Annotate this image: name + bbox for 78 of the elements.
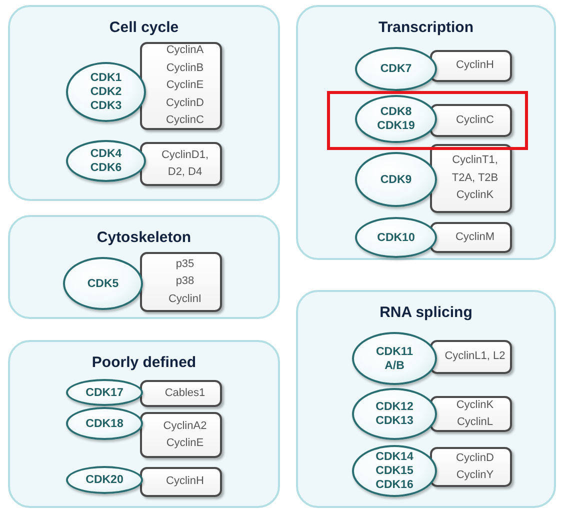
kinase-name: CDK12: [376, 400, 414, 414]
cyclin-box: [430, 396, 512, 432]
kinase-name: CDK5: [87, 276, 119, 290]
kinase-ellipse: [355, 152, 437, 207]
kinase-ellipse: [66, 407, 143, 440]
kinase-name: CDK2: [90, 85, 122, 99]
cyclin-box: [430, 222, 512, 253]
cyclin-box: [140, 467, 222, 497]
kinase-ellipse: [66, 140, 146, 182]
kinase-ellipse: [355, 95, 437, 143]
cyclin-name: p38: [176, 274, 194, 290]
kinase-name: CDK4: [90, 147, 122, 161]
cyclin-box: [140, 412, 222, 458]
kinase-name: CDK7: [380, 62, 412, 76]
cyclin-name: CyclinT1, T2A, T2B: [450, 153, 500, 186]
cyclin-box: [430, 50, 512, 82]
kinase-name: CDK14: [376, 450, 414, 464]
kinase-name: CDK17: [86, 386, 124, 400]
cyclin-name: CyclinA: [166, 43, 204, 58]
cyclin-box: [430, 144, 512, 213]
kinase-ellipse: [66, 379, 143, 406]
category-panel: [296, 5, 556, 260]
kinase-name: CDK20: [86, 473, 124, 487]
cyclin-box: [140, 142, 222, 186]
kinase-name: CDK3: [90, 99, 122, 113]
category-panel: [8, 5, 280, 201]
cyclin-box: [140, 252, 222, 312]
cyclin-name: CyclinD: [166, 96, 204, 111]
cyclin-name: CyclinE: [166, 436, 204, 451]
cyclin-name: CyclinA2: [163, 418, 207, 434]
kinase-ellipse: [66, 466, 143, 494]
cyclin-box: [140, 380, 222, 407]
cyclin-name: CyclinI: [168, 292, 202, 307]
cyclin-name: CyclinL1, L2: [444, 349, 506, 364]
cyclin-name: CyclinK: [456, 398, 494, 412]
panel-title: Cytoskeleton: [96, 229, 192, 246]
kinase-name: CDK16: [376, 478, 414, 492]
category-panel: [8, 340, 280, 508]
kinase-name: CDK8: [380, 105, 412, 119]
kinase-name: CDK6: [90, 161, 122, 175]
cyclin-name: CyclinM: [455, 230, 495, 245]
cyclin-name: p35: [176, 256, 194, 272]
cyclin-box: [430, 447, 512, 487]
cyclin-name: CyclinH: [166, 474, 204, 490]
kinase-name: CDK13: [376, 414, 414, 428]
kinase-name: CDK1: [90, 71, 122, 85]
cyclin-name: Cables1: [164, 386, 206, 401]
cyclin-box: [140, 42, 222, 130]
panel-title: Cell cycle: [108, 19, 180, 36]
cyclin-name: CyclinH: [456, 58, 494, 74]
cyclin-name: CyclinK: [456, 188, 494, 204]
cyclin-name: CyclinC: [456, 112, 494, 128]
cyclin-name: CyclinB: [166, 60, 204, 76]
cyclin-box: [430, 104, 512, 137]
panel-title: Transcription: [377, 19, 475, 36]
highlight-frame: [327, 91, 528, 150]
kinase-name: CDK11 A/B: [374, 344, 414, 372]
kinase-name: CDK15: [376, 464, 414, 478]
panel-title: Poorly defined: [90, 354, 198, 371]
kinase-ellipse: [352, 388, 437, 440]
kinase-ellipse: [352, 445, 437, 497]
category-panel: [296, 290, 556, 508]
cyclin-name: CyclinE: [166, 78, 204, 94]
kinase-ellipse: [355, 47, 437, 91]
cyclin-name: CyclinC: [166, 113, 204, 128]
kinase-name: CDK19: [377, 119, 415, 133]
category-panel: [8, 215, 280, 319]
kinase-ellipse: [355, 217, 437, 258]
cyclin-name: CyclinY: [456, 468, 494, 483]
cyclin-box: [430, 340, 512, 374]
cyclin-name: CyclinD: [456, 450, 494, 466]
kinase-name: CDK18: [86, 416, 124, 430]
panel-title: RNA splicing: [378, 304, 474, 321]
kinase-name: CDK9: [380, 172, 412, 186]
kinase-name: CDK10: [377, 230, 415, 244]
cyclin-name: CyclinL: [456, 415, 494, 430]
cyclin-name: CyclinD1, D2, D4: [160, 148, 210, 180]
kinase-ellipse: [63, 257, 143, 310]
